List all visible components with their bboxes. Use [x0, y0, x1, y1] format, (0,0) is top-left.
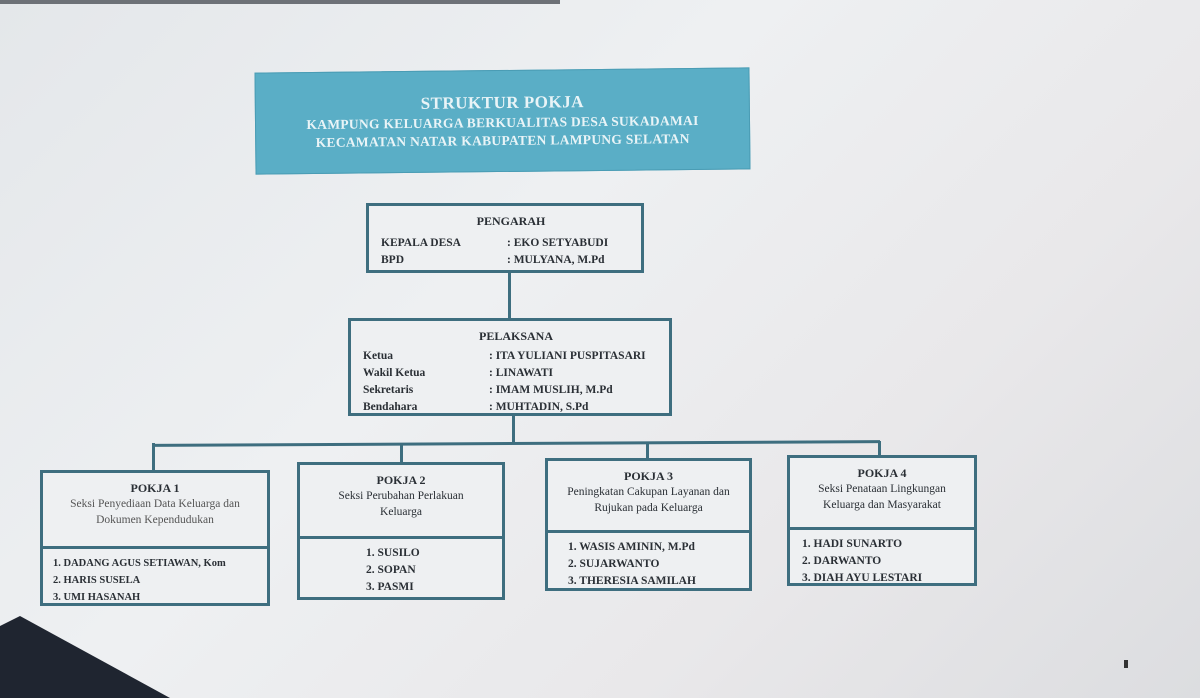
role: KEPALA DESA — [381, 237, 461, 249]
pelaksana-heading: PELAKSANA — [478, 329, 553, 343]
role: Wakil Ketua — [363, 367, 426, 379]
person: : ITA YULIANI PUSPITASARI — [489, 350, 646, 362]
title-main: STRUKTUR POKJA — [420, 92, 585, 113]
pelaksana-row: Bendahara : MUHTADIN, S.Pd — [363, 399, 669, 416]
page-edge-line — [0, 0, 560, 4]
member: 1. SUSILO — [366, 547, 420, 559]
role: BPD — [381, 254, 404, 266]
member: 2. HARIS SUSELA — [53, 575, 141, 586]
pokja-title: POKJA 4 — [857, 466, 907, 480]
connector — [512, 416, 515, 444]
pokja-subtitle: Peningkatan Cakupan Layanan dan Rujukan … — [567, 486, 730, 514]
pokja-title: POKJA 1 — [130, 481, 180, 495]
pengarah-row: KEPALA DESA : EKO SETYABUDI — [381, 235, 641, 252]
pokja-title: POKJA 2 — [376, 473, 426, 487]
person: : MULYANA, M.Pd — [507, 254, 605, 266]
pokja-1-box: POKJA 1 Seksi Penyediaan Data Keluarga da… — [40, 470, 270, 606]
connector — [152, 443, 155, 471]
person: : LINAWATI — [489, 367, 554, 379]
pokja-2-box: POKJA 2 Seksi Perubahan Perlakuan Keluarg… — [297, 462, 505, 600]
pokja-subtitle: Seksi Perubahan Perlakuan Keluarga — [338, 490, 464, 518]
connector — [400, 443, 403, 463]
pelaksana-row: Ketua : ITA YULIANI PUSPITASARI — [363, 348, 669, 365]
connector-horizontal — [151, 440, 881, 447]
connector — [878, 441, 881, 456]
member: 1. WASIS AMININ, M.Pd — [568, 541, 695, 553]
pokja-3-box: POKJA 3 Peningkatan Cakupan Layanan dan R… — [545, 458, 752, 591]
pokja-subtitle: Seksi Penyediaan Data Keluarga dan Dokum… — [70, 498, 240, 526]
role: Sekretaris — [363, 384, 414, 396]
pelaksana-box: PELAKSANA Ketua : ITA YULIANI PUSPITASARI… — [348, 318, 672, 416]
pelaksana-row: Wakil Ketua : LINAWATI — [363, 365, 669, 382]
member: 2. SUJARWANTO — [568, 558, 660, 570]
pokja-title: POKJA 3 — [623, 469, 673, 483]
pengarah-box: PENGARAH KEPALA DESA : EKO SETYABUDI BPD:… — [366, 203, 644, 273]
member: 3. DIAH AYU LESTARI — [802, 572, 923, 584]
member: 3. UMI HASANAH — [53, 592, 141, 603]
member: 1. HADI SUNARTO — [802, 538, 903, 550]
role: Ketua — [363, 350, 394, 362]
connector — [508, 273, 511, 318]
chart-title-banner: STRUKTUR POKJA KAMPUNG KELUARGA BERKUALI… — [254, 67, 751, 175]
speck-mark — [1124, 660, 1128, 668]
pelaksana-row: Sekretaris : IMAM MUSLIH, M.Pd — [363, 382, 669, 399]
pokja-subtitle: Seksi Penataan Lingkungan Keluarga dan M… — [818, 483, 946, 511]
member: 2. SOPAN — [366, 564, 416, 576]
title-line3: KECAMATAN NATAR KABUPATEN LAMPUNG SELATA… — [315, 131, 690, 150]
pengarah-row: BPD : MULYANA, M.Pd — [381, 252, 641, 269]
pokja-4-box: POKJA 4 Seksi Penataan Lingkungan Keluarg… — [787, 455, 977, 586]
connector — [646, 443, 649, 459]
member: 3. THERESIA SAMILAH — [568, 575, 696, 587]
member: 1. DADANG AGUS SETIAWAN, Kom — [53, 558, 226, 569]
member: 3. PASMI — [366, 581, 414, 593]
dark-corner-shape — [0, 616, 170, 698]
pengarah-heading: PENGARAH — [476, 214, 546, 228]
role: Bendahara — [363, 401, 418, 413]
person: : EKO SETYABUDI — [507, 237, 609, 249]
member: 2. DARWANTO — [802, 555, 882, 567]
person: : MUHTADIN, S.Pd — [489, 401, 589, 413]
person: : IMAM MUSLIH, M.Pd — [489, 384, 613, 396]
